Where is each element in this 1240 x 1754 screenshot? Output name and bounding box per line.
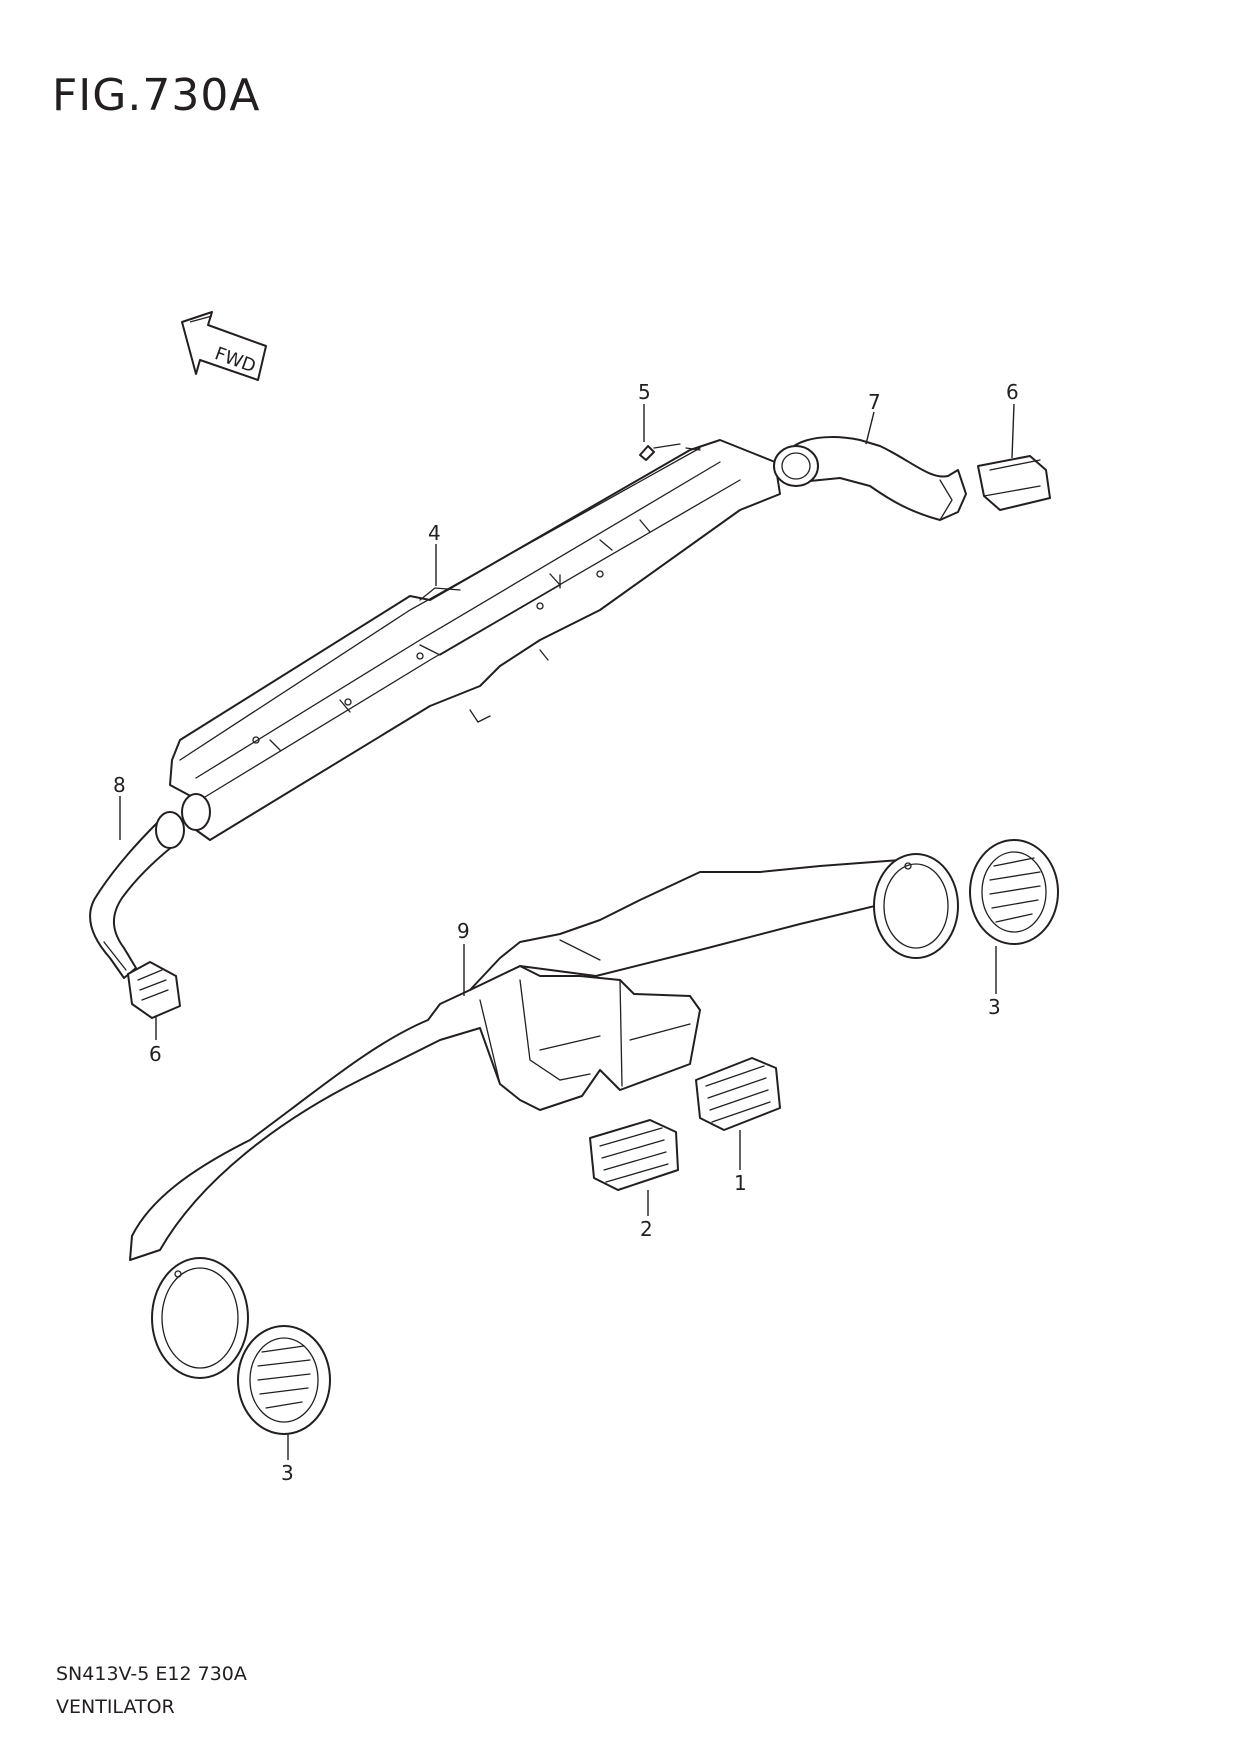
round-vent-part-3-right: [969, 839, 1059, 945]
outlet-part-6-lower: [127, 961, 181, 1019]
figure-code: SN413V-5 E12 730A: [56, 1663, 247, 1685]
center-vent-part-2: [589, 1119, 679, 1191]
callout-4: 4: [428, 521, 441, 545]
callout-9: 9: [457, 919, 470, 943]
lower-duct-part-9: [129, 859, 911, 1261]
left-hose-part-8: [89, 811, 185, 979]
fwd-direction-arrow: FWD: [181, 311, 267, 381]
callout-2: 2: [640, 1217, 653, 1241]
callout-3-left: 3: [281, 1461, 294, 1485]
right-duct-collar: [873, 853, 959, 959]
left-duct-collar: [151, 1257, 249, 1379]
callout-8: 8: [113, 773, 126, 797]
figure-name: VENTILATOR: [56, 1696, 175, 1718]
figure-title: FIG.730A: [52, 70, 261, 121]
round-vent-part-3-left: [237, 1325, 331, 1435]
callout-5: 5: [638, 380, 651, 404]
callout-6-upper: 6: [1006, 380, 1019, 404]
center-vent-part-1: [695, 1057, 781, 1131]
callout-labels: 5 7 6 4 8 6 9 3 1 2 3: [113, 380, 1019, 1485]
callout-1: 1: [734, 1171, 747, 1195]
callout-3-right: 3: [988, 995, 1001, 1019]
upper-duct-part-4: [169, 439, 781, 841]
callout-7: 7: [868, 390, 881, 414]
callout-6-lower: 6: [149, 1042, 162, 1066]
outlet-part-6-upper: [977, 455, 1051, 511]
right-hose-part-7: [773, 436, 967, 521]
leader-lines: [119, 403, 1015, 1460]
clip-part-5: [639, 443, 701, 461]
